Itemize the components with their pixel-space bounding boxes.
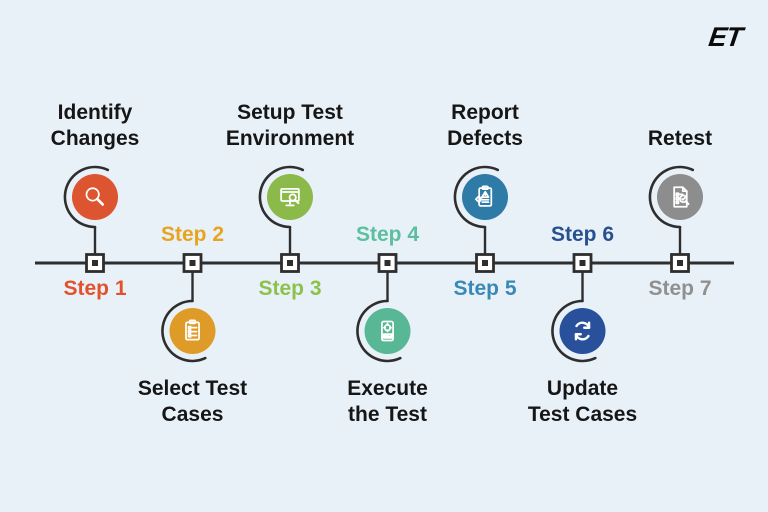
step-number-label: Step 7: [648, 277, 712, 300]
document-search-icon: [673, 186, 690, 208]
milestone-ring: [63, 165, 110, 229]
step-number-label: Step 3: [258, 277, 322, 300]
monitor-search-icon: [280, 187, 300, 207]
step-title-line: Update: [546, 377, 619, 400]
milestone-ring: [161, 299, 207, 363]
milestone-ring: [258, 165, 305, 229]
timeline-marker-dot: [189, 260, 196, 266]
timeline-marker-dot: [384, 260, 391, 266]
step-title-line: Setup Test: [237, 101, 343, 124]
sync-icon: [574, 321, 591, 341]
clipboard-checklist-icon: [185, 319, 200, 341]
timeline-marker-dot: [287, 260, 293, 266]
step-title-line: Retest: [647, 127, 713, 150]
milestone-ring: [551, 299, 597, 363]
step-title-line: the Test: [348, 403, 427, 426]
milestone-ring: [648, 165, 695, 229]
step-title-line: Cases: [161, 403, 224, 426]
milestone-ring: [356, 299, 402, 363]
step-title-line: Execute: [347, 377, 428, 400]
step-number-label: Step 6: [550, 223, 615, 246]
milestone-circle: [72, 174, 118, 220]
step-title-line: Identify: [57, 101, 133, 124]
step-number-label: Step 1: [63, 277, 127, 300]
step-title-line: Environment: [225, 127, 355, 150]
timeline-marker-dot: [92, 260, 98, 266]
timeline-marker-dot: [579, 260, 586, 266]
step-title: Retest: [590, 97, 768, 152]
brand-logo: ET: [707, 22, 745, 52]
step-title-line: Test Cases: [527, 403, 638, 426]
step-number-label: Step 2: [160, 223, 225, 246]
milestone-ring: [453, 165, 500, 229]
step-title-line: Defects: [447, 127, 523, 150]
timeline-marker-dot: [482, 260, 488, 266]
step-title-line: Select Test: [137, 377, 248, 400]
step-title-line: Report: [451, 101, 519, 124]
search-icon: [85, 187, 105, 206]
step-title: Execute the Test: [298, 376, 478, 428]
milestone-circle: [559, 308, 606, 354]
timeline-marker-dot: [677, 260, 683, 266]
step-number-label: Step 4: [355, 223, 420, 246]
defect-report-icon: [474, 185, 493, 207]
device-test-icon: [381, 320, 394, 342]
step-title-line: Changes: [50, 127, 140, 150]
step-number-label: Step 5: [453, 277, 517, 300]
